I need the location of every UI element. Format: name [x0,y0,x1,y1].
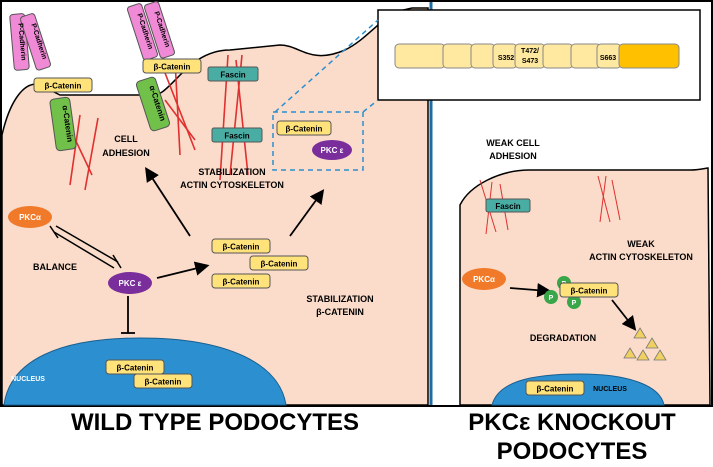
pkc-alpha-label: PKCα [19,213,41,222]
beta-catenin-label: β-Catenin [571,287,608,296]
weak-actin-line2: ACTIN CYTOSKELETON [589,252,693,262]
pkc-epsilon-label: PKC ε [119,279,142,288]
caption-knockout-line2: PODOCYTES [496,438,648,465]
pkc-alpha-right: PKCα [462,268,506,290]
beta-catenin-label: β-Catenin [154,63,191,72]
beta-catenin-label: β-Catenin [223,278,260,287]
beta-catenin-nuclear-right: β-Catenin [525,380,585,396]
cell-adhesion-line2: ADHESION [102,148,150,158]
pathway-arrows-left [121,166,325,334]
balance-inhibition [49,225,122,269]
site-s352: S352 [498,55,514,62]
caption-wild-type: WILD TYPE PODOCYTES [70,409,360,436]
weak-adhesion-line2: ADHESION [489,151,537,161]
beta-catenin-label: β-Catenin [537,385,574,394]
nucleus-label-left: NUCLEUS [11,376,45,383]
phospho-label: P [549,295,554,302]
pkc-epsilon-domain-bar [394,43,680,69]
balance-label: BALANCE [33,262,77,272]
fascin-right: Fascin [485,198,531,213]
cell-adhesion-line1: CELL [114,134,138,144]
beta-catenin-label: β-Catenin [223,243,260,252]
pkc-alpha-label: PKCα [473,275,495,284]
pkc-epsilon-label: PKC ε [321,146,344,155]
stabilization-catenin-line1: STABILIZATION [306,294,373,304]
degradation-arrow [611,299,637,331]
site-s663: S663 [600,55,616,62]
beta-catenin-cluster: β-Catenin β-Catenin β-Catenin [211,238,309,289]
beta-catenin-label: β-Catenin [117,364,154,373]
weak-actin-line1: WEAK [627,239,655,249]
p-cadherin-pair-right: P-Cadherin P-Cadherin [126,1,175,61]
fascin-label: Fascin [220,71,245,80]
degradation-fragments [623,327,667,361]
site-t472: T472/ [521,48,539,55]
caption-knockout-line1: PKCε KNOCKOUT [468,409,676,436]
stabilization-actin-line2: ACTIN CYTOSKELETON [180,180,284,190]
beta-catenin-knockout: β-Catenin [559,282,619,298]
beta-catenin-membrane-right: β-Catenin [142,58,202,74]
stabilization-catenin-line2: β-CATENIN [316,307,364,317]
site-s473: S473 [522,58,538,65]
inset-callout [272,19,379,171]
fascin-label: Fascin [495,202,520,211]
beta-catenin-nuclear: β-Catenin β-Catenin [105,359,193,389]
actin-filaments-left [65,54,249,191]
beta-catenin-label: β-Catenin [286,125,323,134]
beta-catenin-label: β-Catenin [145,378,182,387]
p-cadherin-label-1: P-Cadherin [16,23,26,61]
beta-catenin-membrane-left: β-Catenin [33,77,93,93]
beta-catenin-label: β-Catenin [261,260,298,269]
pkc-alpha-left: PKCα [8,206,52,228]
pkc-epsilon-callout: PKC ε [312,140,352,160]
fascin-top: Fascin [207,66,259,82]
weak-adhesion-line1: WEAK CELL [486,138,540,148]
beta-catenin-callout: β-Catenin [276,120,332,136]
beta-catenin-label: β-Catenin [45,82,82,91]
fascin-bottom: Fascin [211,127,263,143]
fascin-label: Fascin [224,132,249,141]
alpha-catenin-left: α-Catenin [49,96,77,152]
phosphorylation-arrow [509,282,552,298]
phospho-label: P [572,300,577,307]
stabilization-actin-line1: STABILIZATION [198,167,265,177]
nucleus-label-right: NUCLEUS [593,386,627,393]
degradation-label: DEGRADATION [530,333,596,343]
pkc-epsilon-center: PKC ε [108,272,152,294]
